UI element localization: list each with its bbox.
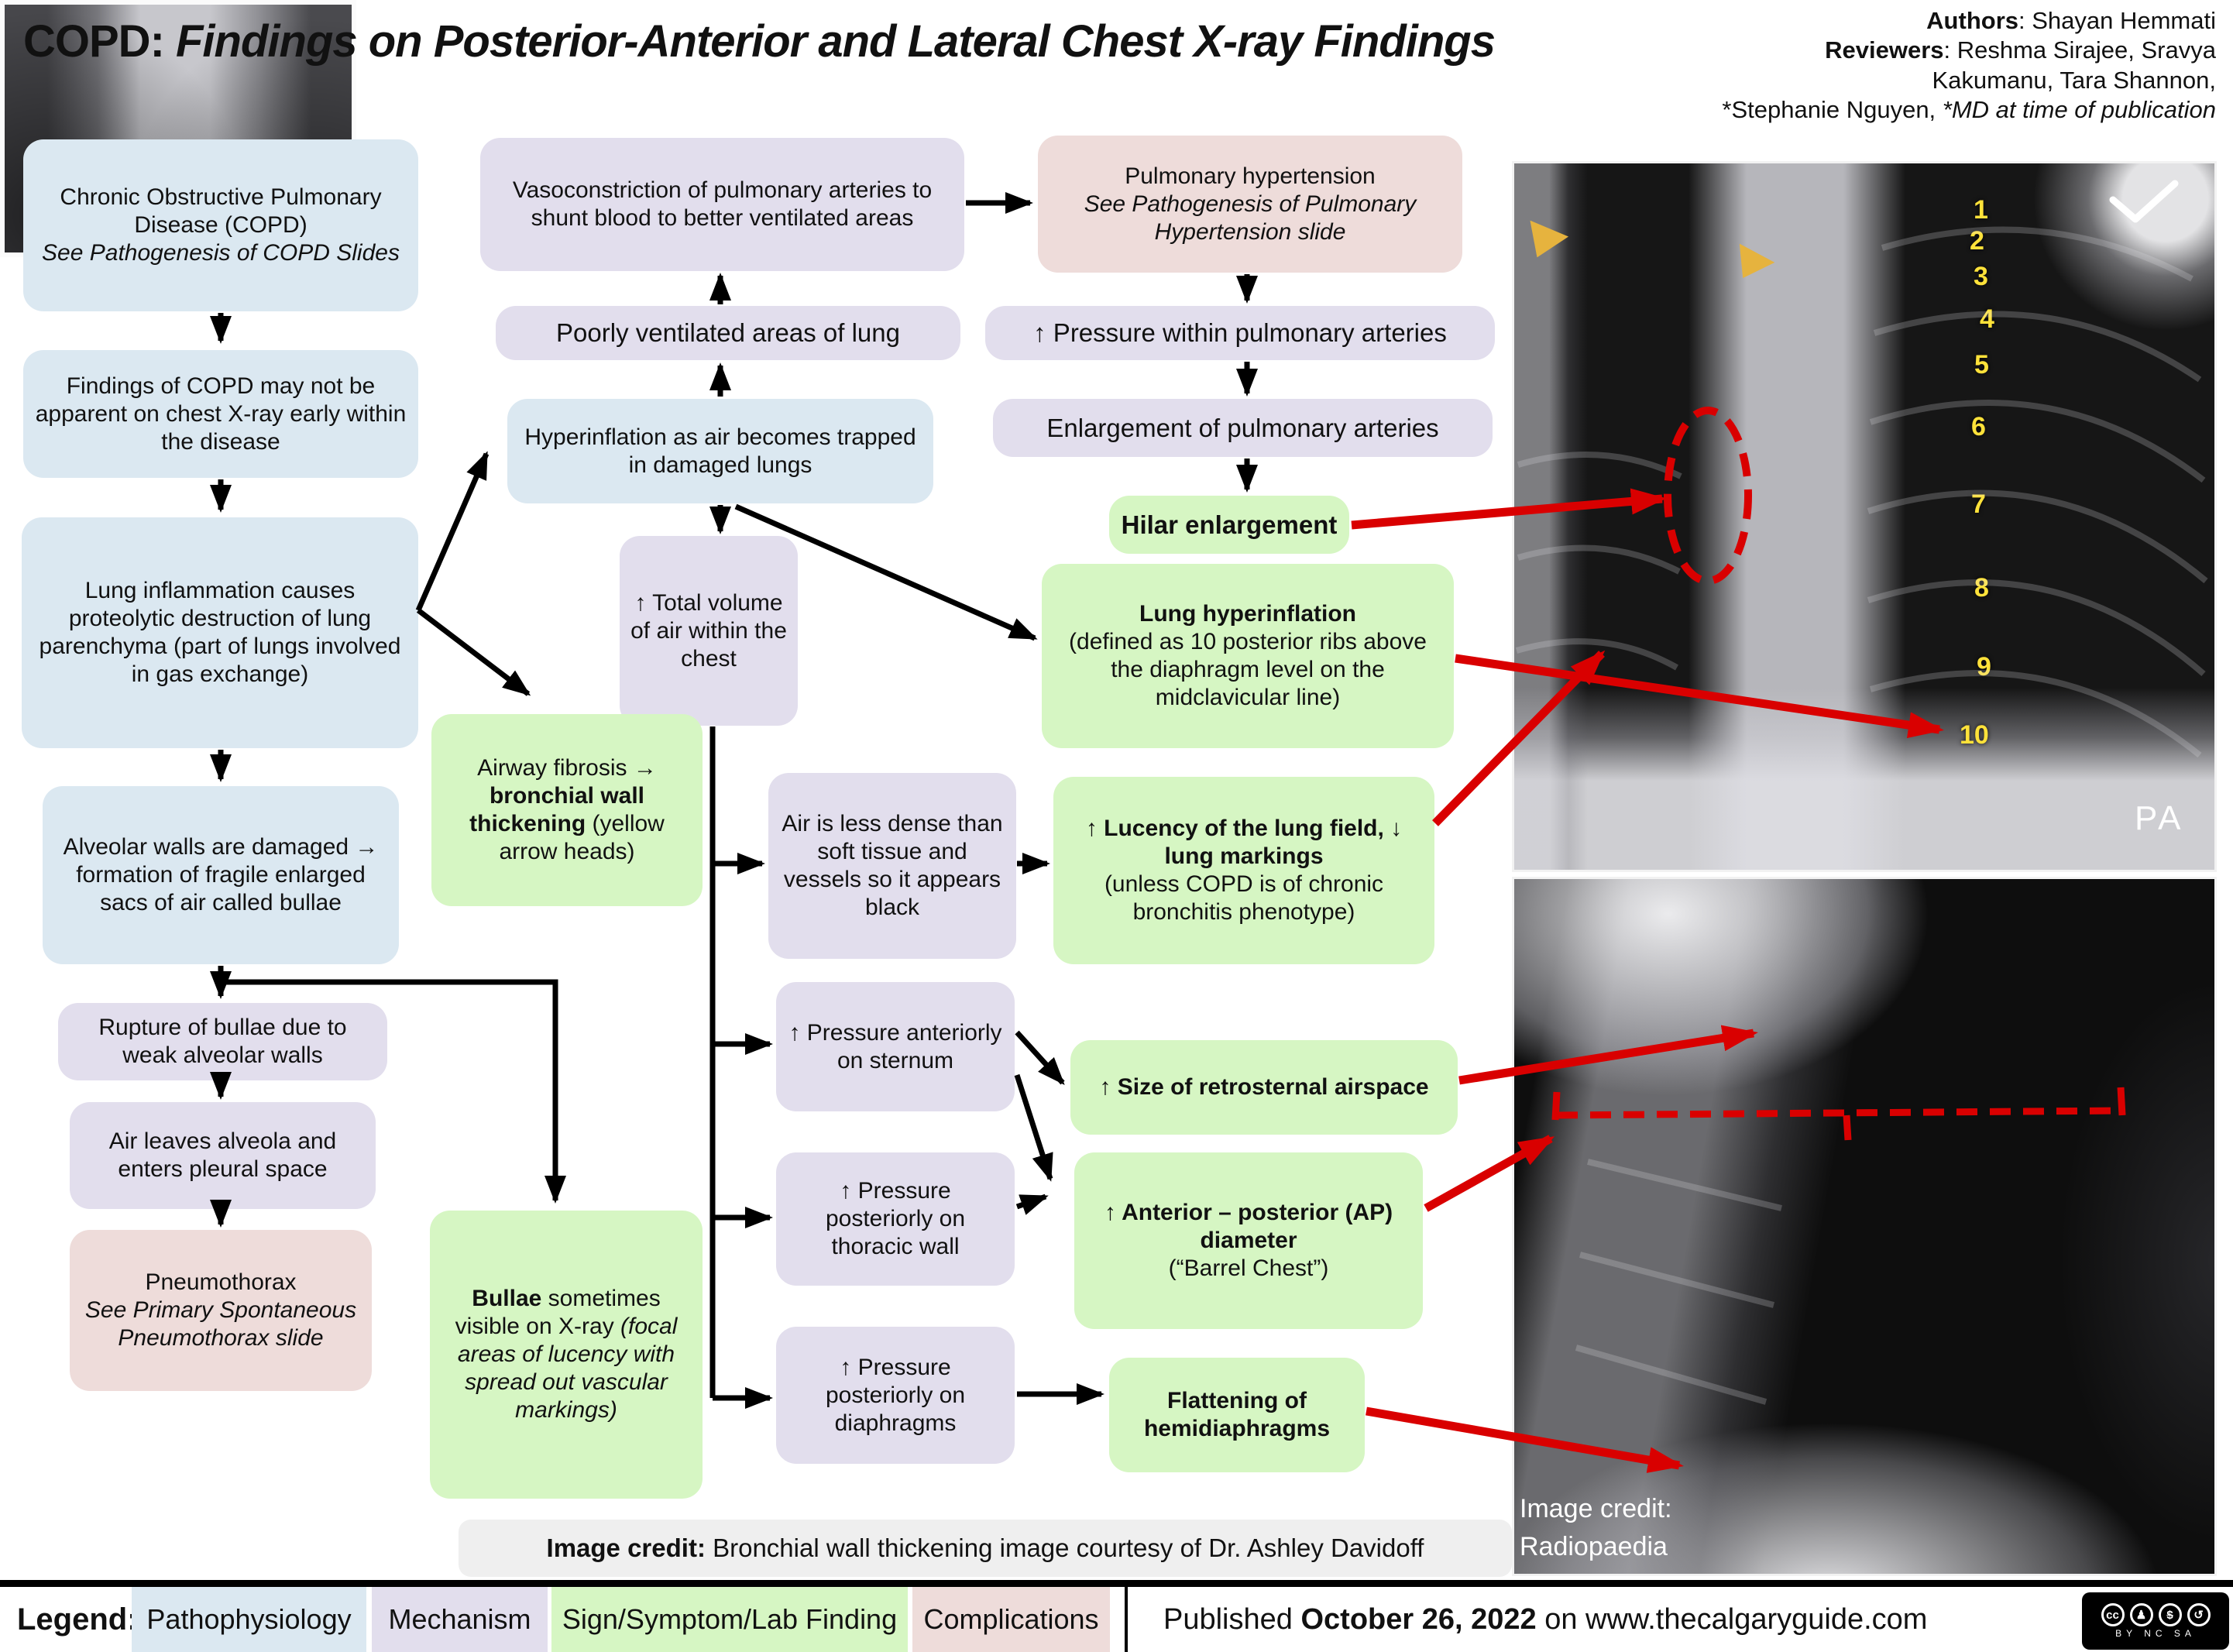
rib-number: 10: [1960, 720, 1989, 750]
authors-line: Authors: Shayan Hemmati: [1926, 7, 2216, 34]
legend-item-pathophysiology: Pathophysiology: [132, 1587, 366, 1652]
share-alike-icon: ↺: [2187, 1603, 2211, 1626]
flow-box-air-less-dense: Air is less dense than soft tissue and v…: [768, 773, 1016, 959]
authors-block: Authors: Shayan Hemmati Reviewers: Reshm…: [1722, 6, 2216, 125]
flow-box-airway-fibrosis: Airway fibrosis → bronchial wall thicken…: [431, 714, 703, 906]
flow-box-rupture-bullae: Rupture of bullae due to weak alveolar w…: [58, 1003, 387, 1080]
bronchial-image-credit: Image credit: Bronchial wall thickening …: [459, 1520, 1512, 1577]
attribution-icon: ♟: [2129, 1603, 2153, 1626]
flow-box-findings-not-apparent: Findings of COPD may not be apparent on …: [23, 350, 418, 478]
flow-box-vasoconstriction: Vasoconstriction of pulmonary arteries t…: [480, 138, 964, 271]
rib-number: 6: [1971, 412, 1986, 441]
radiopaedia-credit: Image credit: Radiopaedia: [1520, 1494, 1672, 1562]
flow-box-air-leaves-alveola: Air leaves alveola and enters pleural sp…: [70, 1102, 376, 1209]
flow-box-total-volume: ↑ Total volume of air within the chest: [620, 536, 798, 726]
rib-number: 4: [1980, 304, 1994, 334]
title-main: Findings on Posterior-Anterior and Later…: [163, 16, 1496, 67]
flow-box-poorly-ventilated: Poorly ventilated areas of lung: [496, 306, 960, 360]
flow-box-copd: Chronic Obstructive Pulmonary Disease (C…: [23, 139, 418, 311]
flow-box-ap-diameter: ↑ Anterior – posterior (AP) diameter(“Ba…: [1074, 1152, 1423, 1329]
legend-label: Legend:: [17, 1602, 138, 1637]
rib-number: 1: [1974, 195, 1988, 225]
flow-box-alveolar-walls: Alveolar walls are damaged → formation o…: [43, 786, 399, 964]
cc-icon: cc: [2101, 1603, 2125, 1626]
flow-box-hilar-enlargement: Hilar enlargement: [1109, 496, 1349, 554]
flow-box-pressure-arteries: ↑ Pressure within pulmonary arteries: [985, 306, 1495, 360]
lateral-chest-xray: [1512, 877, 2217, 1576]
reviewers-line2: Kakumanu, Tara Shannon,: [1932, 66, 2216, 94]
reviewers-line3: *Stephanie Nguyen, *MD at time of public…: [1722, 96, 2216, 124]
legend-item-sign-symptom: Sign/Symptom/Lab Finding: [551, 1587, 908, 1652]
rib-number: 7: [1971, 489, 1986, 519]
license-text: BY NC SA: [2115, 1628, 2196, 1639]
published-line: Published October 26, 2022 on www.thecal…: [1163, 1602, 1928, 1636]
page-title: COPD: Findings on Posterior-Anterior and…: [23, 15, 1496, 67]
legend-item-complications: Complications: [912, 1587, 1110, 1652]
title-prefix: COPD:: [23, 16, 165, 67]
rib-number: 8: [1974, 573, 1989, 603]
legend-top-rule: [0, 1580, 2233, 1587]
non-commercial-icon: $: [2158, 1603, 2182, 1626]
legend-divider: [1125, 1587, 1128, 1652]
legend-item-mechanism: Mechanism: [372, 1587, 548, 1652]
reviewers-line: Reviewers: Reshma Sirajee, Sravya: [1825, 36, 2216, 64]
flow-box-retrosternal-airspace: ↑ Size of retrosternal airspace: [1070, 1040, 1458, 1135]
flow-box-flattening-hemidiaphragms: Flattening of hemidiaphragms: [1109, 1358, 1365, 1472]
pa-chest-xray: [1512, 161, 2217, 872]
rib-number: 2: [1970, 226, 1984, 256]
cc-license-badge: cc ♟ $ ↺ BY NC SA: [2082, 1592, 2229, 1650]
flow-box-pressure-diaphragms: ↑ Pressure posteriorly on diaphragms: [776, 1327, 1015, 1464]
rib-number: 3: [1974, 262, 1988, 291]
flow-box-bullae-visible: Bullae sometimes visible on X-ray (focal…: [430, 1211, 703, 1499]
flow-box-pressure-sternum: ↑ Pressure anteriorly on sternum: [776, 982, 1015, 1111]
rib-number: 5: [1974, 350, 1989, 380]
flow-box-lung-hyperinflation: Lung hyperinflation(defined as 10 poster…: [1042, 564, 1454, 748]
flow-box-lung-inflammation: Lung inflammation causes proteolytic des…: [22, 517, 418, 748]
flow-box-lucency: ↑ Lucency of the lung field, ↓ lung mark…: [1053, 777, 1434, 964]
flow-box-hyperinflation: Hyperinflation as air becomes trapped in…: [507, 399, 933, 503]
pa-view-label: PA: [2135, 799, 2184, 837]
flow-box-enlarged-arteries: Enlargement of pulmonary arteries: [993, 399, 1493, 457]
rib-number: 9: [1977, 652, 1991, 682]
flow-box-pressure-thoracic: ↑ Pressure posteriorly on thoracic wall: [776, 1152, 1015, 1286]
